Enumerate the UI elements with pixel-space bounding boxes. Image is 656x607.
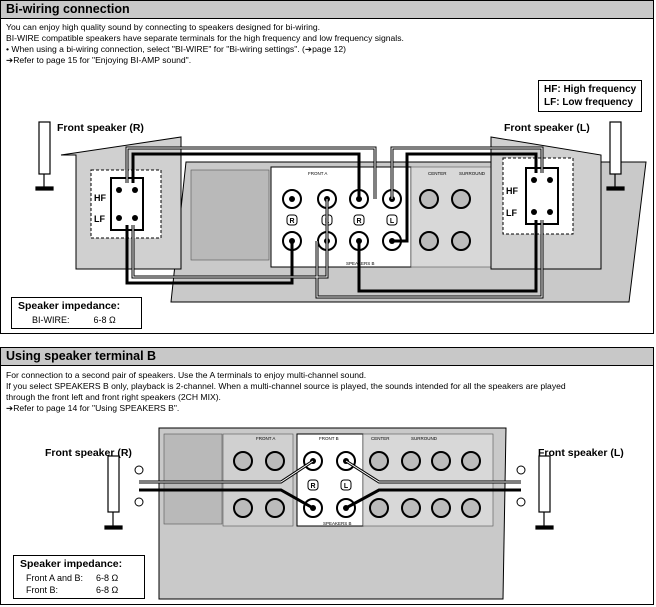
impedance-row-value: 6-8 Ω (96, 585, 119, 595)
speaker-b-diagram: FRONT A FRONT B CENTER SURROUND SPEAKERS… (104, 427, 554, 600)
section-title: Using speaker terminal B (1, 348, 653, 366)
video-jacks-area (190, 169, 270, 261)
binding-posts (233, 451, 481, 518)
section-title: Bi-wiring connection (1, 1, 653, 19)
impedance-row-label: Front B: (26, 585, 59, 595)
body-text-line: You can enjoy high quality sound by conn… (6, 22, 321, 32)
speaker-impedance-box: Speaker impedance: BI-WIRE: 6-8 Ω (11, 297, 142, 329)
impedance-title: Speaker impedance: (20, 558, 123, 570)
body-text-line: ➔Refer to page 15 for "Enjoying BI-AMP s… (6, 55, 192, 65)
bi-wiring-section: Bi-wiring connection You can enjoy high … (0, 0, 654, 334)
body-text-line: through the front left and front right s… (6, 392, 221, 402)
impedance-row-value: 6-8 Ω (96, 573, 119, 583)
svg-text:L: L (390, 218, 395, 225)
bi-wiring-diagram: FRONT A CENTER SURROUND SPEAKERS B R L R… (35, 121, 647, 303)
front-a-terminal-label: FRONT A (308, 171, 327, 176)
body-text-line: For connection to a second pair of speak… (6, 370, 367, 380)
polarity-markers (134, 465, 526, 507)
speaker-impedance-box: Speaker impedance: Front A and B: 6-8 Ω … (13, 555, 145, 599)
impedance-row-label: Front A and B: (26, 573, 84, 583)
terminal-rl-labels: R L R L (286, 214, 398, 226)
impedance-row-label: BI-WIRE: (32, 315, 70, 325)
lf-label: LF (94, 214, 105, 224)
body-text-line: ➔Refer to page 14 for "Using SPEAKERS B"… (6, 403, 180, 413)
lf-label: LF (506, 208, 517, 218)
front-b-label: FRONT B (319, 436, 339, 441)
hf-label: HF (506, 186, 518, 196)
body-text-line: If you select SPEAKERS B only, playback … (6, 381, 566, 391)
hf-label: HF (94, 193, 106, 203)
speakers-b-label: SPEAKERS B (323, 521, 352, 526)
impedance-row-value: 6-8 Ω (93, 315, 116, 325)
terminal-rl-labels: R L (307, 479, 352, 491)
front-a-label: FRONT A (256, 436, 275, 441)
surround-label: SURROUND (411, 436, 438, 441)
svg-text:R: R (356, 218, 361, 225)
legend-hf: HF: High frequency (544, 84, 637, 95)
frequency-legend: HF: High frequency LF: Low frequency (538, 80, 643, 112)
speaker-icon (104, 455, 554, 530)
front-speaker-r-label: Front speaker (R) (45, 447, 132, 459)
svg-text:R: R (289, 218, 294, 225)
body-text-line: BI-WIRE compatible speakers have separat… (6, 33, 404, 43)
speaker-icon (35, 121, 625, 191)
legend-lf: LF: Low frequency (544, 97, 633, 108)
speaker-b-section: Using speaker terminal B For connection … (0, 347, 654, 605)
svg-text:R: R (310, 483, 315, 490)
video-jacks-area (163, 433, 223, 525)
center-label: CENTER (371, 436, 390, 441)
svg-text:L: L (344, 483, 349, 490)
impedance-title: Speaker impedance: (18, 300, 121, 312)
surround-terminal-label: SURROUND (459, 171, 486, 176)
center-terminal-panel (410, 166, 492, 268)
front-speaker-r-label: Front speaker (R) (57, 122, 144, 134)
front-speaker-l-label: Front speaker (L) (504, 122, 590, 134)
center-terminal-label: CENTER (428, 171, 447, 176)
front-speaker-l-label: Front speaker (L) (538, 447, 624, 459)
body-text-line: • When using a bi-wiring connection, sel… (6, 44, 347, 54)
